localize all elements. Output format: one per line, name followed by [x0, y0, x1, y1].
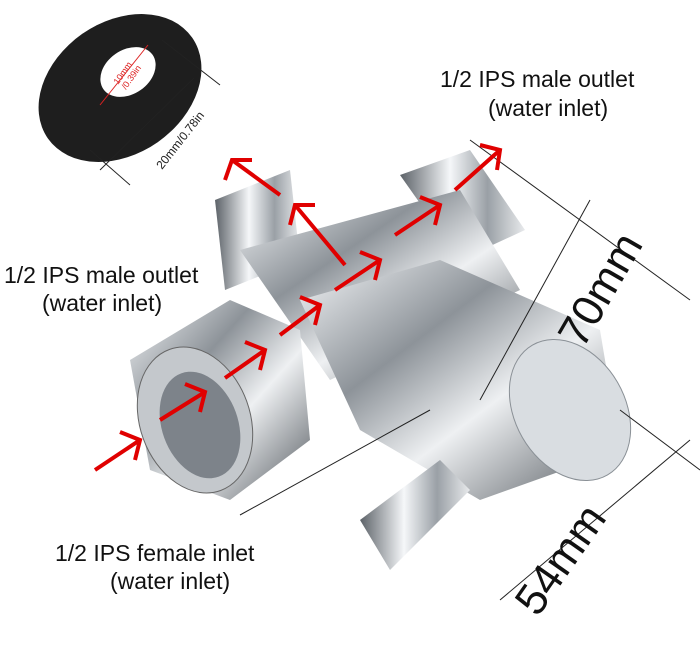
dimension-lines: [239, 139, 700, 601]
washer: [38, 14, 221, 186]
bottom-label-line1: 1/2 IPS female inlet: [55, 540, 255, 566]
bottom-label-line2: (water inlet): [110, 568, 231, 594]
top-right-label-line1: 1/2 IPS male outlet: [440, 66, 635, 92]
flow-arrows: [93, 143, 503, 472]
left-label-line1: 1/2 IPS male outlet: [4, 262, 199, 288]
top-right-label-line2: (water inlet): [488, 95, 609, 121]
valve-body: [130, 150, 632, 570]
left-label-line2: (water inlet): [42, 290, 163, 316]
